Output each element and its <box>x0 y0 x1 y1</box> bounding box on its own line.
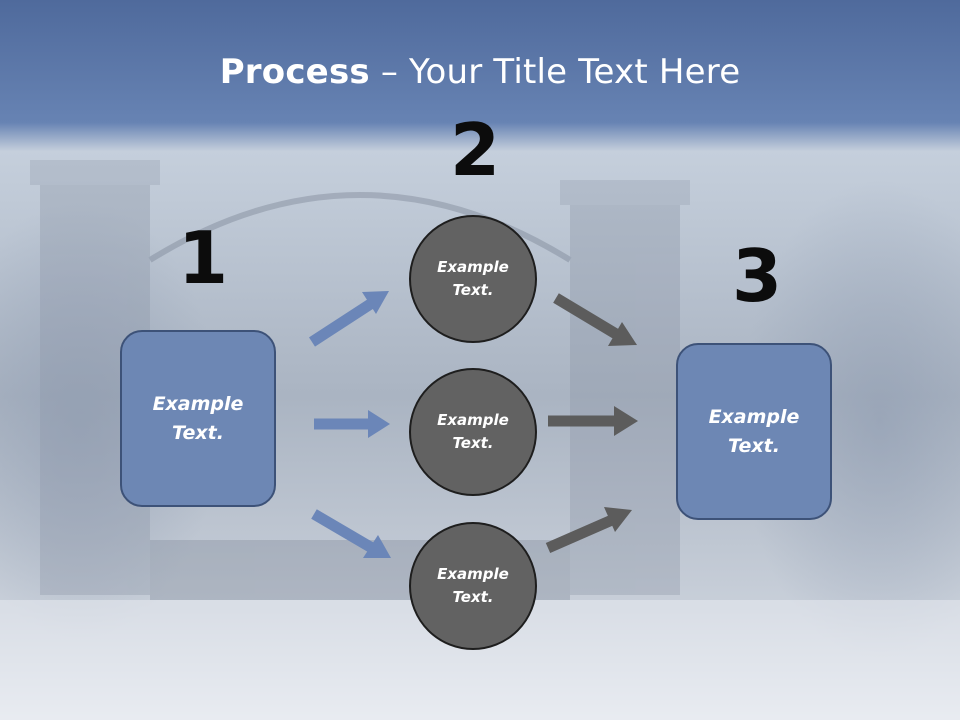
left-box-label: Example Text. <box>152 393 244 444</box>
right-process-box[interactable]: Example Text. <box>676 343 832 520</box>
arrow-middle-to-right <box>548 406 638 436</box>
step-number-1: 1 <box>178 216 229 300</box>
arrow-left-to-top <box>309 291 389 347</box>
arrow-left-to-bottom <box>311 509 391 558</box>
arrow-bottom-to-right <box>545 507 632 554</box>
step-number-2: 2 <box>450 108 501 192</box>
left-process-box[interactable]: Example Text. <box>120 330 276 507</box>
step-number-3: 3 <box>732 234 783 318</box>
title-rest: – Your Title Text Here <box>369 52 741 92</box>
circle-bottom[interactable]: Example Text. <box>409 522 537 650</box>
right-box-label: Example Text. <box>708 406 800 457</box>
slide-title: Process – Your Title Text Here <box>0 52 960 92</box>
arrow-left-to-middle <box>314 410 390 438</box>
circle-bottom-label: Example Text. <box>437 564 509 606</box>
circle-middle-label: Example Text. <box>437 410 509 452</box>
arrow-top-to-right <box>553 293 637 346</box>
circle-top[interactable]: Example Text. <box>409 215 537 343</box>
title-bold: Process <box>219 52 370 92</box>
circle-middle[interactable]: Example Text. <box>409 368 537 496</box>
circle-top-label: Example Text. <box>437 257 509 299</box>
